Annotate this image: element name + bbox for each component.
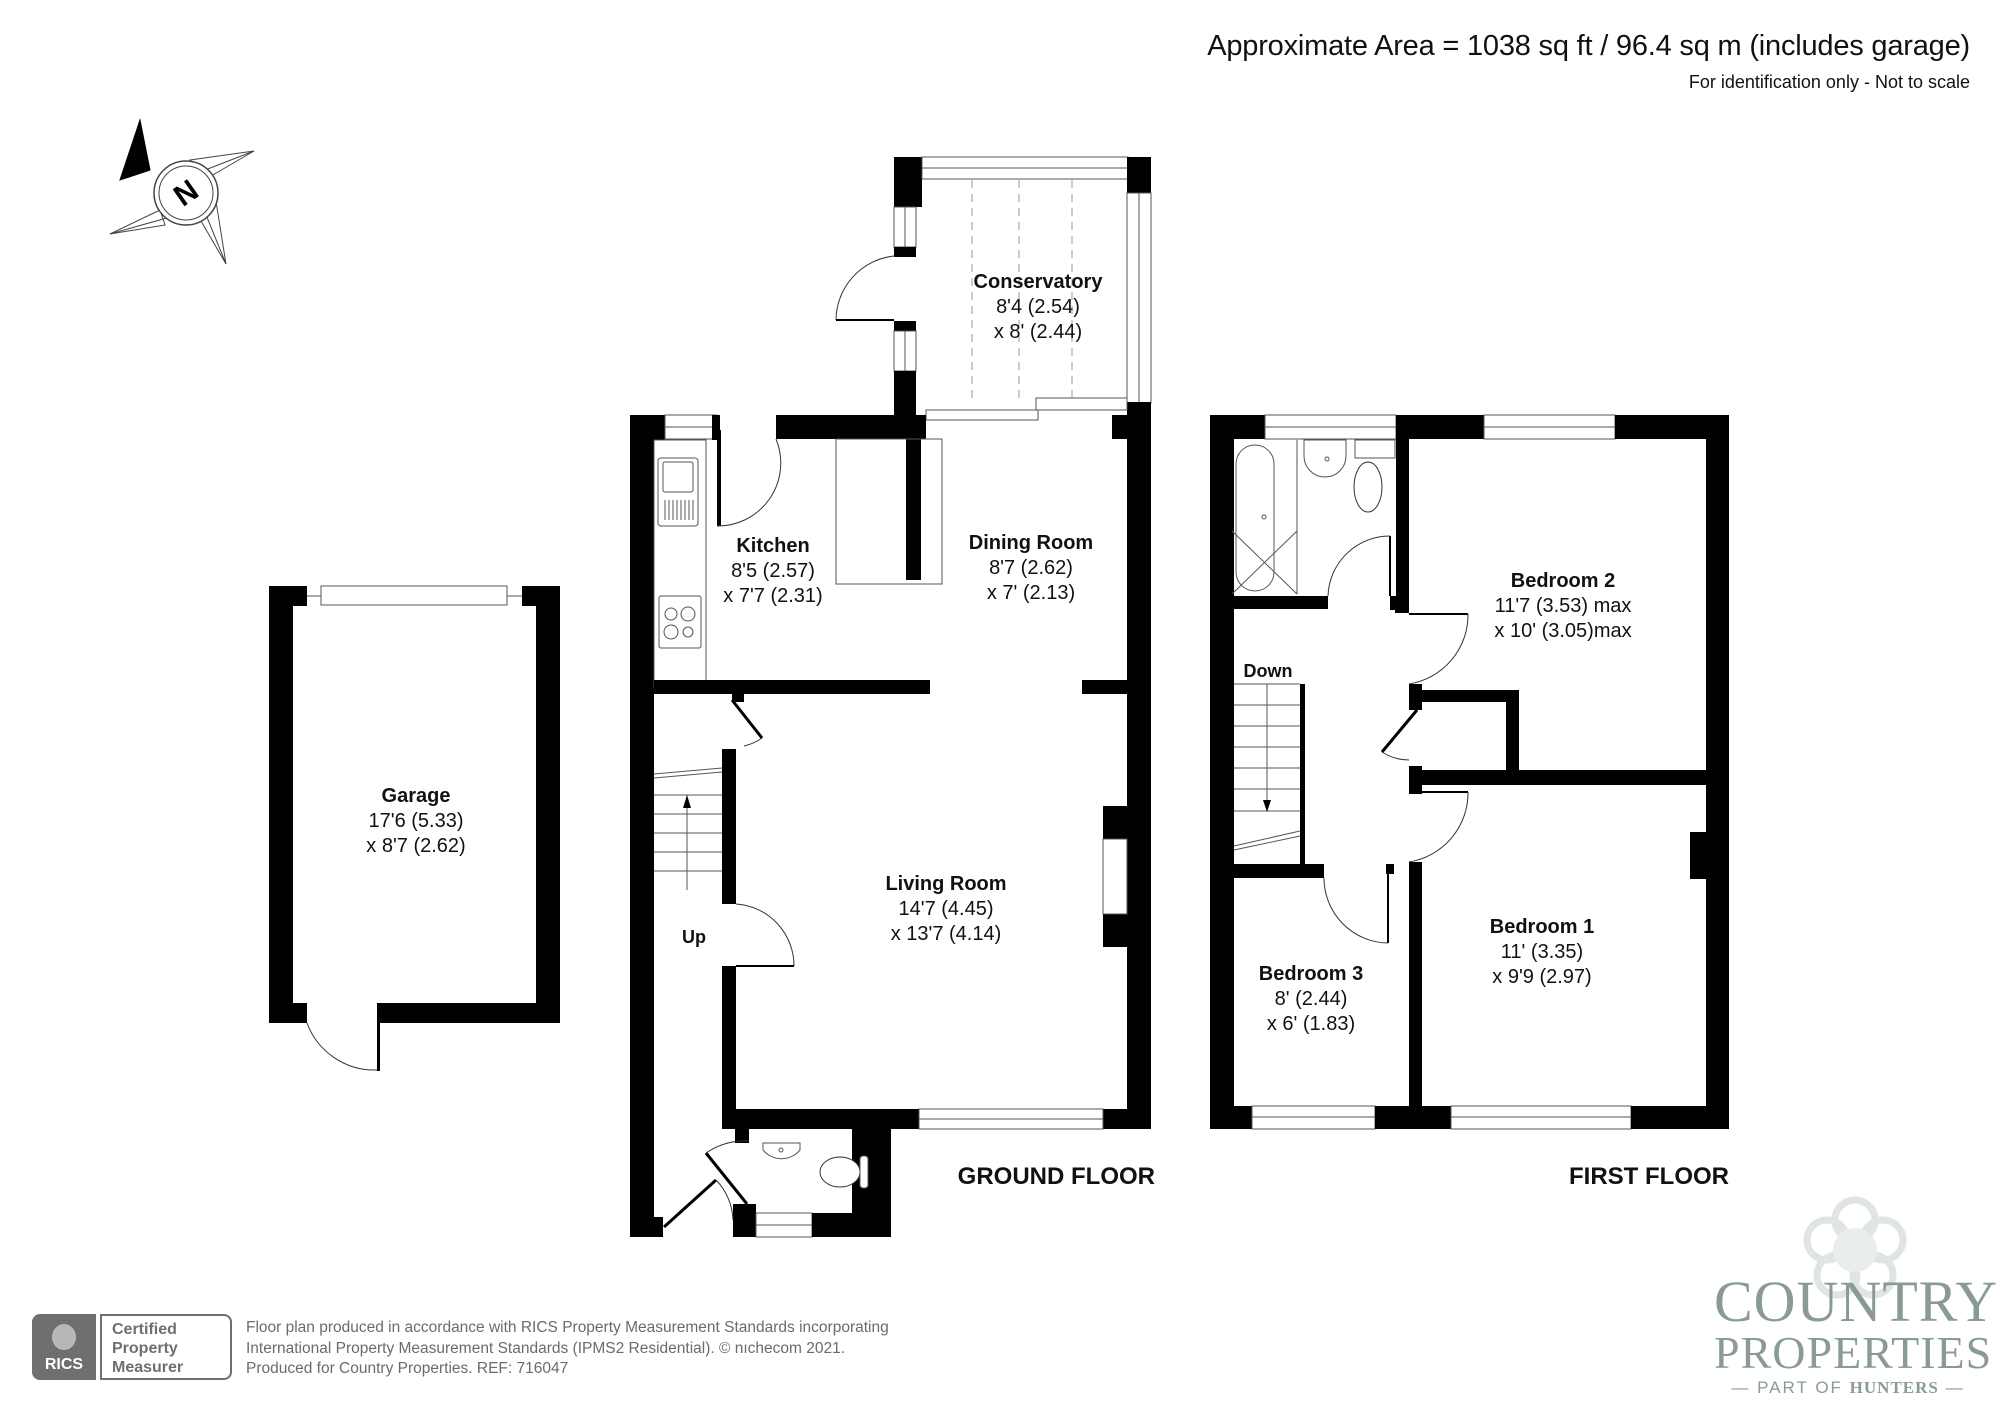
footer-line-2: International Property Measurement Stand… xyxy=(246,1339,845,1357)
logo-part-of-text: PART OF xyxy=(1757,1378,1843,1397)
rics-lion-icon xyxy=(52,1324,76,1350)
bedroom-2-dim-2: x 10' (3.05)max xyxy=(1494,620,1631,642)
badge-line-1: Certified xyxy=(112,1321,177,1338)
footer-disclaimer: Floor plan produced in accordance with R… xyxy=(246,1318,889,1380)
garage-dim-2: x 8'7 (2.62) xyxy=(366,835,465,857)
logo-hunters-brand: HUNTERS xyxy=(1849,1378,1939,1397)
rics-logo: RICS xyxy=(32,1314,96,1380)
living-room-name: Living Room xyxy=(885,873,1006,895)
kitchen-dim-1: 8'5 (2.57) xyxy=(731,560,815,582)
bedroom-3-room-name: Bedroom 3 xyxy=(1259,963,1363,985)
logo-line-properties: PROPERTIES xyxy=(1714,1327,1993,1378)
living-room-dim-1: 14'7 (4.45) xyxy=(899,898,994,920)
flower-emblem-icon xyxy=(1803,1196,1907,1299)
north-arrow-compass-icon: N xyxy=(109,118,255,265)
bedroom-1-dim-2: x 9'9 (2.97) xyxy=(1492,966,1591,988)
kitchen-dim-2: x 7'7 (2.31) xyxy=(723,585,822,607)
dining-room-dim-1: 8'7 (2.62) xyxy=(989,557,1073,579)
ground-floor-plan xyxy=(630,156,1152,1238)
rics-org-name: RICS xyxy=(44,1356,84,1373)
footer-line-1: Floor plan produced in accordance with R… xyxy=(246,1319,889,1336)
living-room-dim-2: x 13'7 (4.14) xyxy=(891,923,1002,945)
country-properties-logo: COUNTRY PROPERTIES — PART OF HUNTERS — xyxy=(1700,1190,2000,1410)
ground-floor-label: GROUND FLOOR xyxy=(958,1163,1155,1190)
logo-line-country: COUNTRY xyxy=(1714,1269,1999,1334)
garage-dim-1: 17'6 (5.33) xyxy=(369,810,464,832)
bedroom-3-dim-1: 8' (2.44) xyxy=(1275,988,1348,1010)
stairs-down-label: Down xyxy=(1244,661,1293,681)
first-floor-label: FIRST FLOOR xyxy=(1569,1163,1729,1190)
first-floor-plan xyxy=(1210,414,1729,1130)
conservatory-dim-2: x 8' (2.44) xyxy=(994,321,1082,343)
rics-certified-badge: RICS Certified Property Measurer xyxy=(32,1314,232,1380)
certified-measurer-label: Certified Property Measurer xyxy=(100,1314,232,1380)
bedroom-2-room-name: Bedroom 2 xyxy=(1511,570,1615,592)
garage-plan xyxy=(269,585,560,1071)
conservatory-dim-1: 8'4 (2.54) xyxy=(996,296,1080,318)
dining-room-dim-2: x 7' (2.13) xyxy=(987,582,1075,604)
kitchen-room-name: Kitchen xyxy=(736,535,809,557)
bedroom-1-dim-1: 11' (3.35) xyxy=(1501,941,1583,963)
approximate-area-title: Approximate Area = 1038 sq ft / 96.4 sq … xyxy=(1207,30,1970,62)
bedroom-2-dim-1: 11'7 (3.53) max xyxy=(1495,595,1632,617)
dining-room-name: Dining Room xyxy=(969,532,1093,554)
stairs-up-label: Up xyxy=(682,927,706,947)
bedroom-3-dim-2: x 6' (1.83) xyxy=(1267,1013,1355,1035)
not-to-scale-note: For identification only - Not to scale xyxy=(1688,72,1970,92)
badge-line-3: Measurer xyxy=(112,1359,184,1376)
garage-room-name: Garage xyxy=(382,785,451,807)
footer-line-3: Produced for Country Properties. REF: 71… xyxy=(246,1360,569,1377)
conservatory-room-name: Conservatory xyxy=(974,271,1104,293)
logo-part-of-hunters: — PART OF HUNTERS — xyxy=(1731,1378,1965,1397)
badge-line-2: Property xyxy=(112,1340,178,1357)
bedroom-1-room-name: Bedroom 1 xyxy=(1490,916,1594,938)
